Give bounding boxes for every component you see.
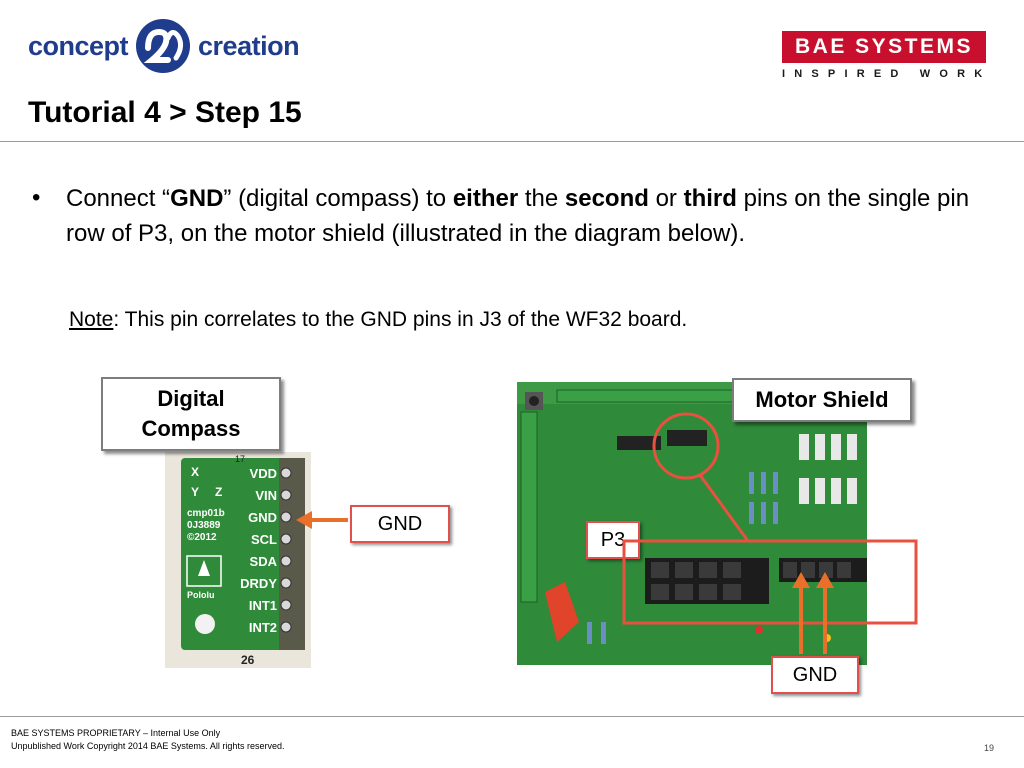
concept-creation-logo-mark xyxy=(136,19,191,73)
pololu-logo-icon xyxy=(198,560,210,576)
instruction-text: Connect “GND” (digital compass) to eithe… xyxy=(66,181,976,251)
instruction-emphasis-gnd: GND xyxy=(170,185,224,212)
note-body: : This pin correlates to the GND pins in… xyxy=(113,308,688,331)
page-number: 19 xyxy=(984,743,995,753)
p3-tag: P3 xyxy=(586,521,640,559)
note-label: Note xyxy=(69,308,114,331)
compass-bottom-number: 26 xyxy=(241,653,255,667)
footer-proprietary: BAE SYSTEMS PROPRIETARY – Internal Use O… xyxy=(11,728,221,738)
compass-pin-label: VDD xyxy=(250,466,277,481)
instruction-part: pins on the single pin row of P3, on the… xyxy=(66,185,970,247)
logo-word-concept: concept xyxy=(28,30,129,61)
header-divider xyxy=(0,141,1024,142)
compass-part-line: cmp01b xyxy=(187,508,225,519)
note-text: Note: This pin correlates to the GND pin… xyxy=(69,308,687,332)
label-line-2: Compass xyxy=(141,416,241,441)
compass-pin-label: DRDY xyxy=(240,576,277,591)
instruction-part: ” (digital compass) to xyxy=(223,185,453,212)
bullet-marker: • xyxy=(32,184,41,211)
motor-shield-photo xyxy=(517,382,867,665)
label-line-1: Digital xyxy=(157,386,225,411)
compass-pin-label: GND xyxy=(248,510,277,525)
slide-title: Tutorial 4 > Step 15 xyxy=(28,96,302,129)
compass-pin-label: INT2 xyxy=(249,620,277,635)
compass-axis-y: Y xyxy=(191,485,199,499)
footer-copyright: Unpublished Work Copyright 2014 BAE Syst… xyxy=(11,741,285,751)
logo-word-creation: creation xyxy=(198,30,300,61)
bae-systems-logo: BAE SYSTEMS xyxy=(782,31,986,63)
instruction-emphasis-either: either xyxy=(452,185,519,212)
compass-part-line: 0J3889 xyxy=(187,520,221,531)
instruction-part: the xyxy=(518,185,565,212)
bae-tagline: INSPIRED WORK xyxy=(782,68,992,80)
instruction-emphasis-third: third xyxy=(683,185,737,212)
compass-pin-label: SCL xyxy=(251,532,277,547)
compass-axis-x: X xyxy=(191,465,199,479)
concept-creation-logo: concept creation xyxy=(28,18,300,74)
shield-gnd-tag: GND xyxy=(771,656,859,694)
compass-part-line: ©2012 xyxy=(187,532,217,543)
instruction-part: Connect “ xyxy=(66,185,171,212)
compass-pin-label: INT1 xyxy=(249,598,277,613)
instruction-part: or xyxy=(648,185,684,212)
motor-shield-label: Motor Shield xyxy=(732,378,912,422)
footer-divider xyxy=(0,716,1024,717)
compass-axis-z: Z xyxy=(215,485,222,499)
compass-maker: Pololu xyxy=(187,590,215,600)
compass-pin-label: VIN xyxy=(255,488,277,503)
compass-gnd-tag: GND xyxy=(350,505,450,543)
digital-compass-photo: 17 X Z Y cmp01b 0J3889 ©2012 Pololu VDD … xyxy=(165,452,311,668)
compass-top-number: 17 xyxy=(235,454,245,464)
compass-pin-label: SDA xyxy=(250,554,278,569)
instruction-emphasis-second: second xyxy=(564,185,649,212)
